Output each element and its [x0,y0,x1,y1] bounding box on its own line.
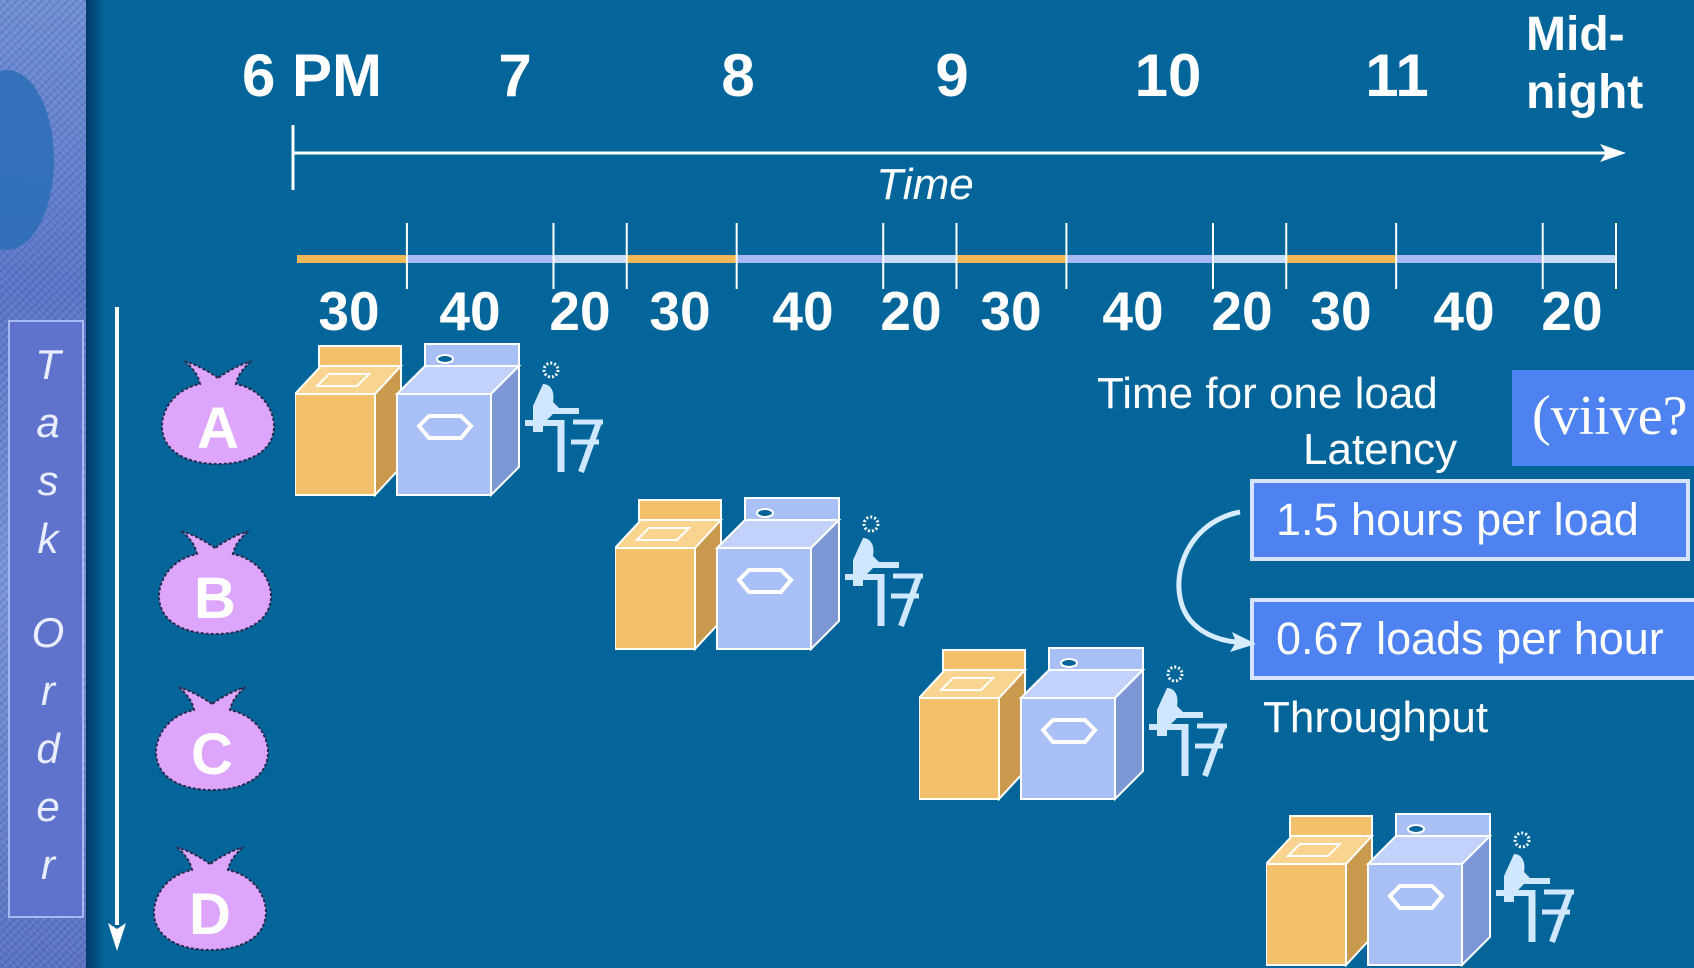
stage-segment [1396,255,1543,263]
task-order-letter: d [36,725,60,772]
hour-label-11: 11 [1365,42,1429,109]
stage-segment [553,255,627,263]
task-order-letter: r [41,667,55,714]
stage-segment [1286,255,1397,263]
laundry-station-D [1266,812,1606,967]
task-order-letter: O [31,609,65,656]
hour-label-midnight: Mid- night [1526,6,1686,122]
stage-segment [883,255,957,263]
duration-label: 30 [318,280,380,342]
midnight-line-2: night [1526,66,1644,119]
duration-label: 30 [649,280,711,342]
task-order-letter: s [37,457,59,504]
task-order-letter: T [35,341,61,388]
task-order-letter: k [37,515,59,562]
duration-label: 40 [439,280,501,342]
laundry-bag-icon [157,530,273,636]
laundry-bag-D: D [150,846,270,961]
stage-segment [1212,255,1287,263]
stage-segment [626,255,737,263]
hours-per-load-box: 1.5 hours per load [1250,479,1690,561]
laundry-bag-B: B [155,530,275,645]
strip-shadow [86,0,104,968]
duration-label: 20 [1541,280,1603,342]
stage-segment [406,255,554,263]
laundry-station-C [919,646,1259,801]
hour-label-9: 9 [935,42,969,109]
time-for-one-load-label: Time for one load [1097,369,1438,418]
duration-label: 30 [1310,280,1372,342]
hour-label-7: 7 [498,42,532,109]
hour-label-6pm: 6 PM [241,42,383,109]
duration-label: 40 [1433,280,1495,342]
time-axis [291,125,1626,289]
duration-label: 20 [549,280,611,342]
task-label-C: C [191,722,233,787]
duration-label: 40 [772,280,834,342]
duration-label: 20 [1211,280,1273,342]
duration-label: 20 [880,280,942,342]
task-label-A: A [197,396,239,461]
hour-label-10: 10 [1134,42,1202,109]
conversion-arrow [1176,509,1256,652]
stage-segment [956,255,1067,263]
stage-segment [736,255,884,263]
stage-segment [297,255,407,263]
laundry-bag-A: A [158,360,278,475]
task-label-B: B [194,566,236,631]
stage-segments [297,223,1617,289]
midnight-line-1: Mid- [1526,8,1625,61]
duration-label: 30 [980,280,1042,342]
stage-segment [1066,255,1213,263]
laundry-bag-icon [154,686,270,792]
laundry-bag-C: C [152,686,272,801]
laundry-station-A [295,342,635,497]
laundry-bag-icon [152,846,268,952]
time-axis-label: Time [876,160,974,209]
latency-term-box: (viive? [1512,370,1694,466]
latency-label: Latency [1303,425,1458,474]
time-arrow-head [1600,144,1626,162]
task-order-letter: r [41,841,55,888]
stage-segment [1542,255,1616,263]
task-order-label: T a s k O r d e r [8,320,84,918]
task-order-letter: e [36,783,60,830]
task-order-letter: a [36,399,60,446]
hour-label-8: 8 [721,42,755,109]
task-label-D: D [189,882,231,947]
laundry-station-B [615,496,955,651]
duration-label: 40 [1102,280,1164,342]
throughput-label: Throughput [1263,693,1489,742]
loads-per-hour-box: 0.67 loads per hour [1250,598,1694,680]
task-order-arrow [108,307,126,951]
latency-term-text: (viive? [1532,385,1688,447]
laundry-bag-icon [160,360,276,466]
